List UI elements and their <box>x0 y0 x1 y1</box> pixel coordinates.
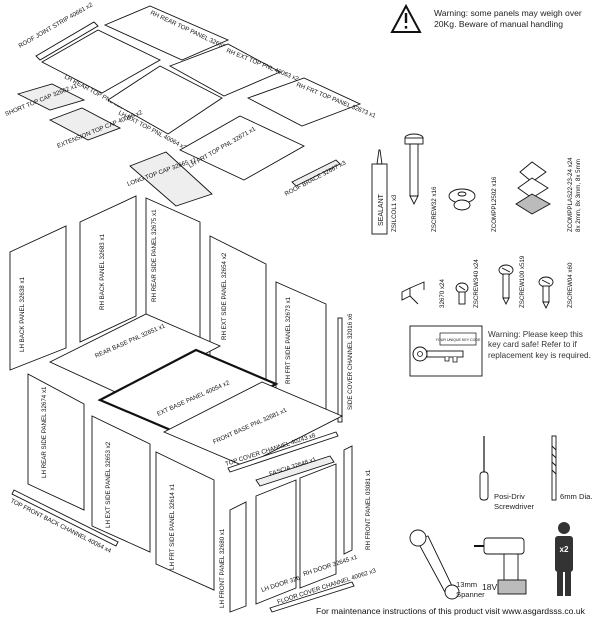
screw100-code: ZSCREW100 x519 <box>519 255 526 308</box>
screw340-icon <box>455 282 469 305</box>
rh-rear-side-label: RH REAR SIDE PANEL 32675 x1 <box>151 209 158 302</box>
rear-base-panel <box>48 313 222 397</box>
screw04-icon <box>538 276 554 310</box>
drill-label: 18V <box>482 582 498 592</box>
screw340-code: ZSCREW340 x24 <box>473 259 480 308</box>
sealant-code: ZSILCOL1 x3 <box>391 194 398 232</box>
rh-ext-side-label: RH EXT SIDE PANEL 32654 x2 <box>221 252 228 340</box>
pl2224-code: ZCOMPPLAS22-23-24 x24 <box>567 157 574 232</box>
key-warning-text: Warning: Please keep this key card safe!… <box>488 330 591 360</box>
lh-back-panel <box>9 225 67 371</box>
fascia-panel <box>255 455 335 487</box>
rh-ext-top-panel <box>168 43 282 97</box>
washer-icon <box>448 188 476 211</box>
key-card: YOUR UNIQUE KEY CODE Warning: Please kee… <box>409 325 591 377</box>
lh-ext-side-label: LH EXT SIDE PANEL 32653 x2 <box>105 441 112 528</box>
lh-back-label: LH BACK PANEL 32638 x1 <box>19 276 26 352</box>
rh-back-label: RH BACK PANEL 32683 x1 <box>99 233 106 310</box>
clip-icon <box>401 281 425 305</box>
lh-front-panel <box>229 501 247 613</box>
screwdriver-icon <box>479 436 489 501</box>
drill-bit-label: 6mm Dia. <box>560 492 593 501</box>
footer-text: For maintenance instructions of this pro… <box>316 606 586 616</box>
lh-front-label: LH FRONT PANEL 32680 x1 <box>219 528 226 608</box>
rh-frt-side-label: RH FRT SIDE PANEL 32673 x1 <box>285 296 292 384</box>
sealant-label: SEALANT <box>378 193 385 226</box>
pl2224-sizes: 8x 2mm, 8x 3mm, 8x 5mm <box>575 159 582 232</box>
packer-plates-icon <box>515 161 551 215</box>
lh-ext-top-panel <box>107 65 223 135</box>
top-front-back-channel <box>11 489 119 547</box>
top-cover-channel <box>227 431 339 473</box>
sealant-tube-icon <box>371 149 388 235</box>
key-card-text: YOUR UNIQUE KEY CODE <box>436 338 481 342</box>
weight-warning: Warning: some panels may weigh over 20Kg… <box>390 3 582 33</box>
spanner-icon <box>409 529 460 600</box>
lh-rear-side-panel <box>27 373 85 511</box>
drill-bit-icon <box>551 435 557 501</box>
rh-frt-top-panel <box>246 77 362 127</box>
rh-front-panel <box>343 445 353 555</box>
pl2502-code: ZCOMPPL2502 x16 <box>491 176 498 232</box>
screw-icon <box>404 133 424 206</box>
rh-rear-top-panel <box>103 5 230 61</box>
screw04-code: ZSCREW04 x60 <box>567 262 574 308</box>
roof-joint-strip <box>35 21 99 61</box>
fixings: SEALANT ZSILCOL1 x3 ZSCREW32 x16 ZCOMPPL… <box>371 133 582 310</box>
lh-rear-side-label: LH REAR SIDE PANEL 32674 x1 <box>41 386 48 478</box>
screwdriver-label: Posi-Driv Screwdriver <box>494 492 535 511</box>
side-cover-label: SIDE COVER CHANNEL 32016 x6 <box>347 313 354 410</box>
wall-and-base-panels: LH BACK PANEL 32638 x1 RH BACK PANEL 326… <box>9 195 377 613</box>
rh-front-label: RH FRONT PANEL 03081 x1 <box>365 469 372 550</box>
lh-door-panel <box>255 479 297 605</box>
rh-door-panel <box>299 463 337 589</box>
extension-top-cap <box>48 107 122 141</box>
screw32-code: ZSCREW32 x16 <box>431 186 438 232</box>
floor-cover-channel <box>269 581 355 613</box>
short-top-cap <box>16 83 86 111</box>
lh-frt-top-panel <box>179 115 305 181</box>
lh-frt-side-panel <box>155 451 215 591</box>
tools: Posi-Driv Screwdriver 6mm Dia. 13mm Span… <box>409 435 593 600</box>
weight-warning-text: Warning: some panels may weigh over 20Kg… <box>434 8 582 29</box>
roof-brace <box>291 159 341 187</box>
cordless-drill-icon <box>474 537 527 595</box>
roof-panels: RH REAR TOP PANEL 32650 x1 ROOF JOINT ST… <box>4 1 377 207</box>
ext-base-panel <box>97 348 279 436</box>
screw100-icon <box>498 264 514 306</box>
key-icon <box>412 346 464 363</box>
people-count: x2 <box>560 545 569 554</box>
side-cover-channel <box>337 317 343 423</box>
lh-ext-side-panel <box>91 415 151 553</box>
rh-back-panel <box>79 195 137 343</box>
spanner-label: 13mm Spanner <box>456 580 485 599</box>
lh-rear-top-panel <box>41 29 161 94</box>
clip-code: 32670 x24 <box>439 279 446 308</box>
long-top-cap <box>129 151 213 207</box>
lh-frt-side-label: LH FRT SIDE PANEL 32614 x1 <box>169 483 176 570</box>
roof-brace-label: ROOF BRACE 32667 x3 <box>284 159 348 197</box>
front-base-panel <box>162 381 344 467</box>
person-icon <box>555 522 573 596</box>
